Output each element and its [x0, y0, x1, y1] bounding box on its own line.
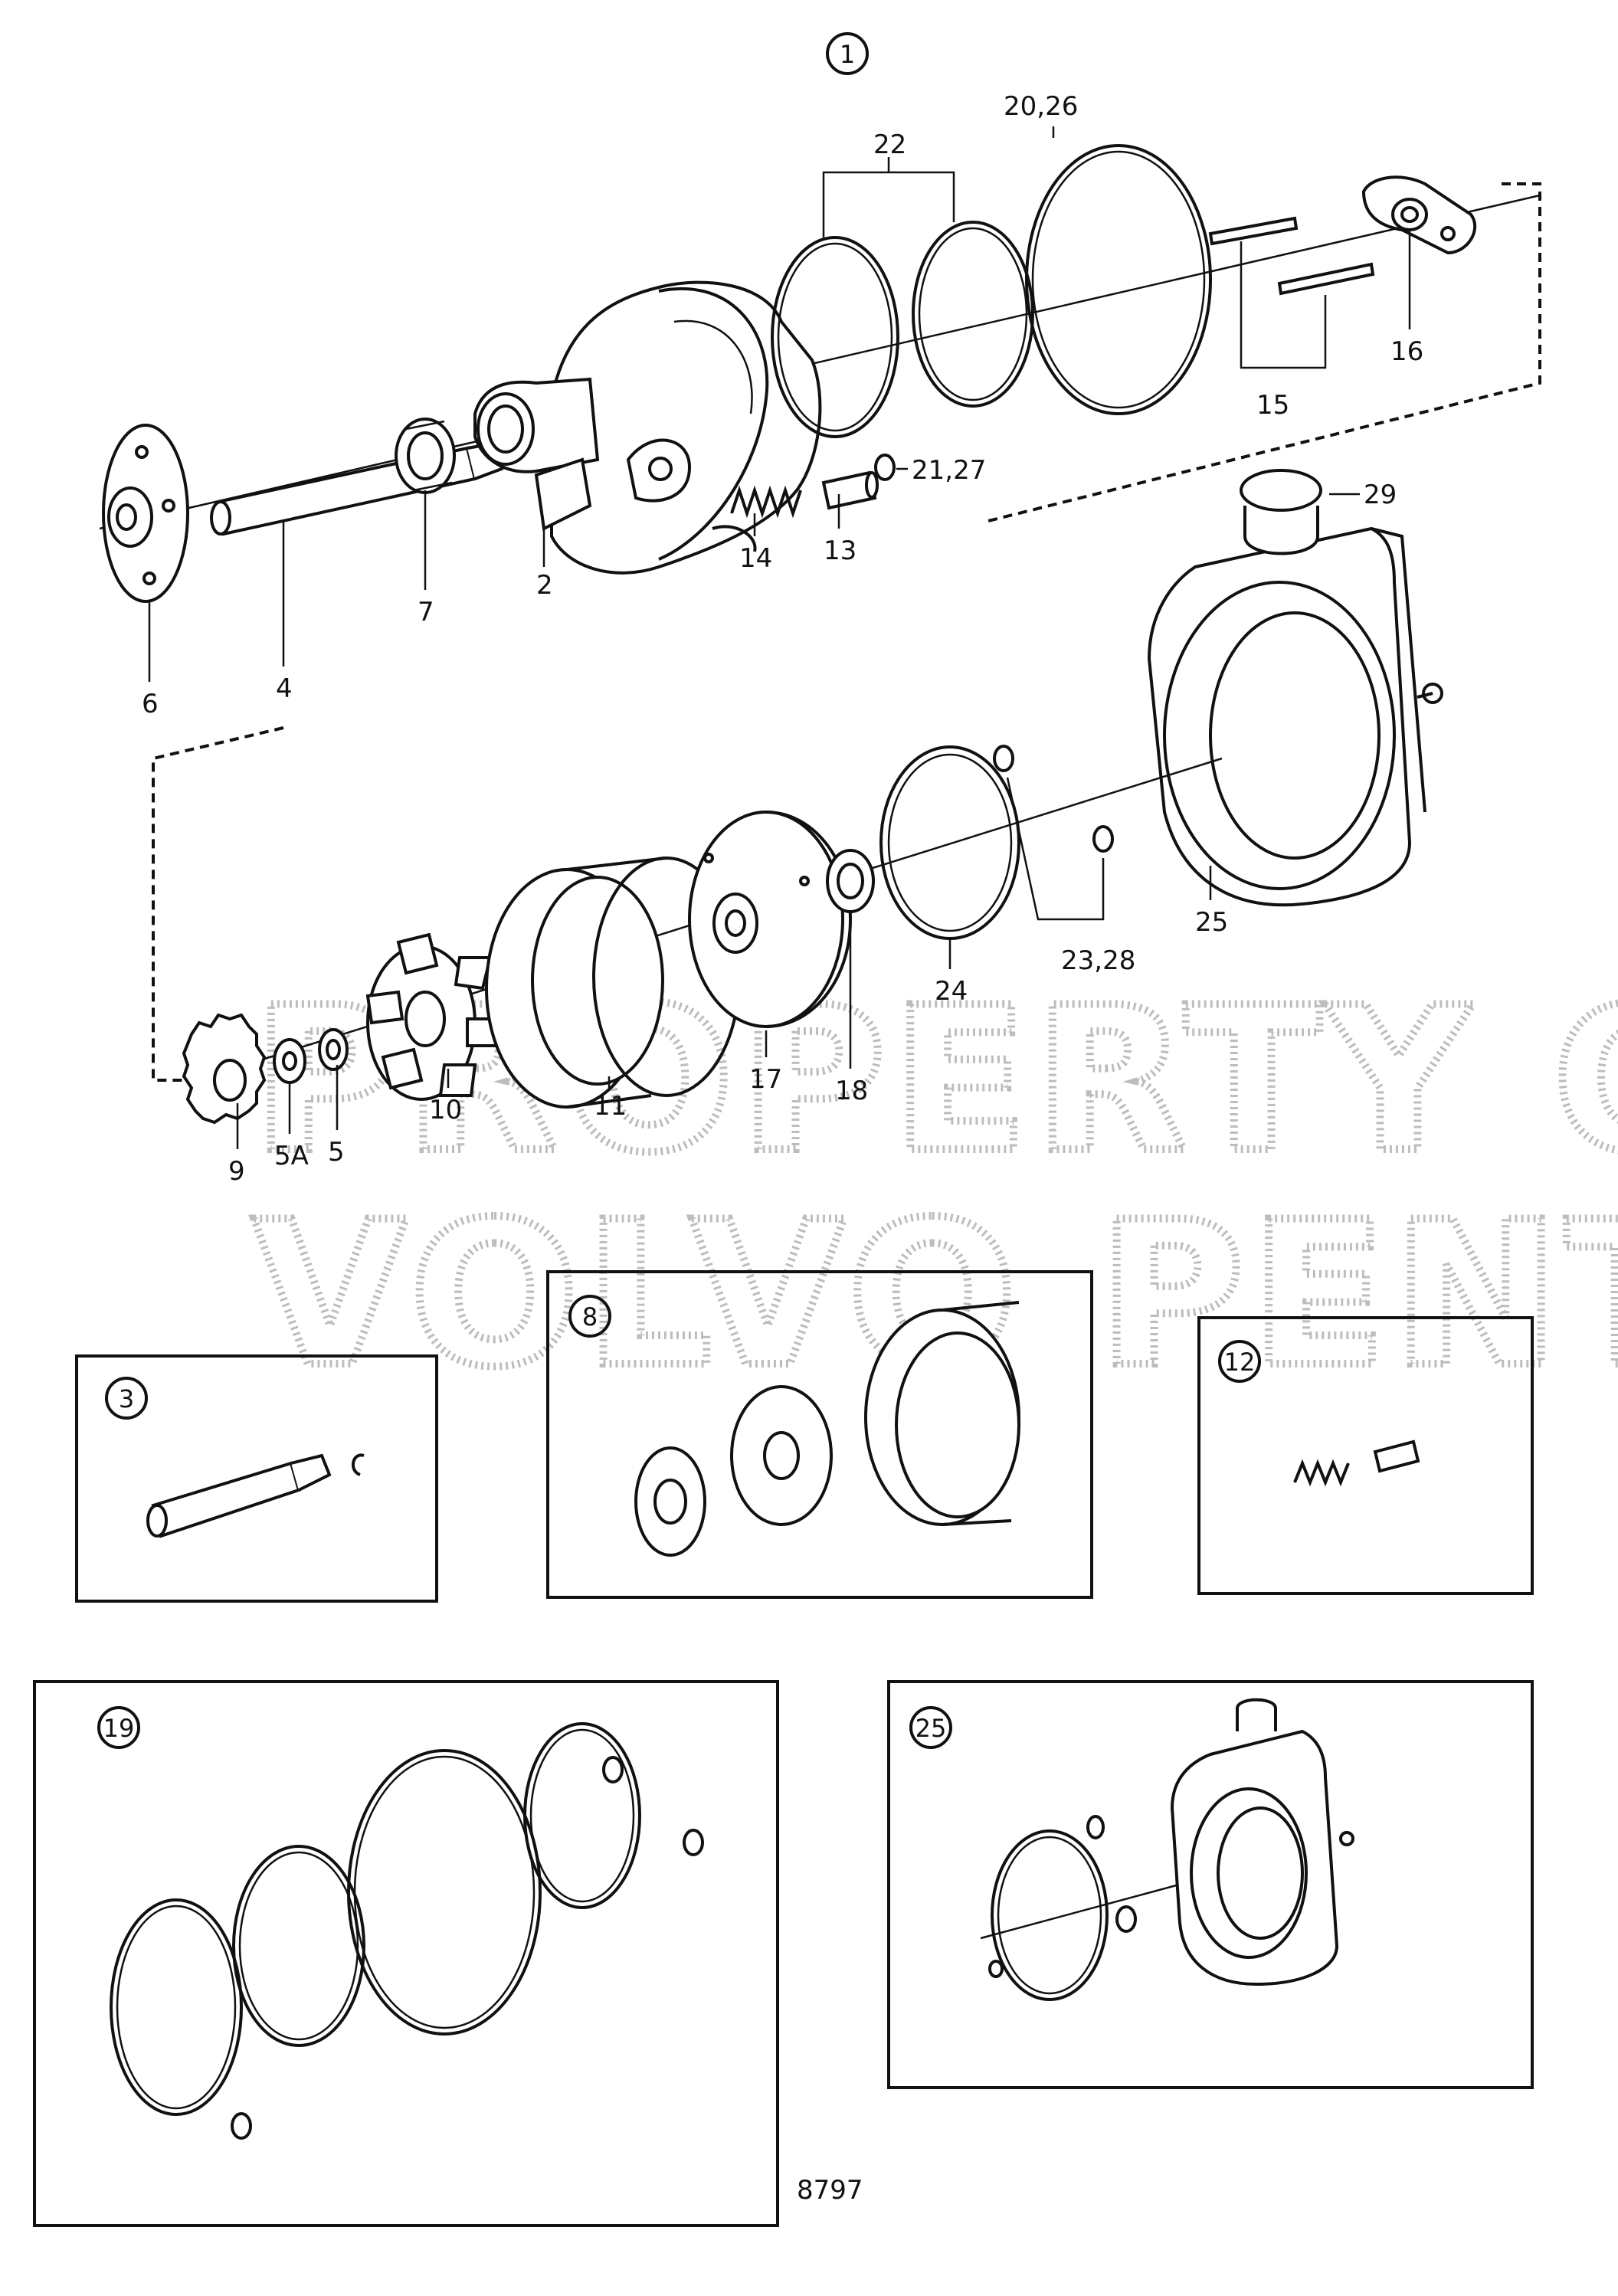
part-7-bearing [395, 418, 456, 494]
part-10-rotor [365, 932, 504, 1101]
kit-19-number: 19 [103, 1714, 135, 1743]
part-9-gear [182, 1013, 267, 1125]
kit-8-box: 8 [546, 1270, 1093, 1599]
title-callout-number: 1 [840, 40, 855, 69]
label-part-9: 9 [228, 1156, 245, 1187]
part-14-spring [730, 485, 802, 519]
part-13-valve-piston [821, 470, 879, 510]
label-part-4: 4 [276, 673, 293, 704]
label-part-22: 22 [873, 129, 906, 160]
kit-12-number: 12 [1224, 1348, 1256, 1377]
part-18-shaft-seal [826, 849, 875, 913]
watermark: PROPERTY OF VOLVO PENTA [249, 961, 1618, 1415]
part-6-flange [102, 424, 189, 603]
label-part-20-26: 20,26 [1004, 91, 1078, 122]
part-5a-washer [273, 1038, 306, 1084]
kit-12-box: 12 [1197, 1316, 1534, 1595]
lower-assembly [182, 745, 1223, 1125]
label-part-10: 10 [429, 1095, 462, 1125]
label-part-15: 15 [1256, 390, 1289, 421]
label-part-21-27: 21,27 [912, 455, 986, 486]
label-part-5a: 5A [274, 1141, 309, 1171]
label-part-14: 14 [739, 543, 772, 574]
axis-line-upper [99, 194, 1541, 530]
part-22-ring-a [771, 236, 899, 438]
part-17-pressure-plate [688, 811, 853, 1028]
part-11-cam-ring [485, 856, 741, 1109]
part-4-shaft [210, 441, 504, 536]
label-part-6: 6 [142, 689, 159, 719]
part-5-ring [318, 1028, 349, 1071]
part-22-ring-b [912, 221, 1034, 408]
label-part-29: 29 [1364, 480, 1397, 510]
kit-3-box: 3 [75, 1354, 438, 1603]
part-16-bracket [1361, 175, 1477, 329]
kit-3-number: 3 [119, 1384, 134, 1413]
part-25-reservoir [1147, 526, 1443, 907]
label-part-5: 5 [328, 1137, 345, 1168]
label-part-16: 16 [1390, 336, 1423, 367]
label-part-11: 11 [594, 1091, 627, 1122]
part-23-28-ring-b [1092, 825, 1114, 853]
part-24-gasket [879, 745, 1020, 940]
label-part-7: 7 [418, 597, 434, 627]
part-21-27-seal [874, 454, 896, 481]
part-23-28-ring-a [993, 745, 1014, 772]
part-29-cap [1240, 469, 1360, 555]
label-part-24: 24 [935, 976, 968, 1007]
connector-dashed-upper [988, 182, 1541, 522]
label-part-25: 25 [1195, 907, 1228, 938]
label-part-13: 13 [824, 536, 856, 566]
kit-8-number: 8 [582, 1302, 598, 1331]
connector-dashed-lower [152, 726, 284, 1082]
label-part-23-28: 23,28 [1061, 945, 1135, 976]
part-labels: 2 4 5 5A 6 7 9 10 11 13 14 15 16 17 18 2… [142, 91, 1423, 1187]
part-20-26-oring [1025, 144, 1212, 415]
label-part-17: 17 [749, 1064, 782, 1095]
kit-19-box: 19 [33, 1680, 779, 2227]
figure-number: 8797 [797, 2175, 863, 2206]
label-part-18: 18 [835, 1076, 868, 1106]
label-part-2: 2 [536, 570, 553, 601]
part-15-pins [1208, 216, 1375, 369]
part-2-pump-housing [473, 280, 822, 575]
kit-25-number: 25 [915, 1714, 947, 1743]
upper-assembly [99, 126, 1541, 1082]
kit-25-box: 25 [887, 1680, 1534, 2089]
title-callout: 1 [826, 32, 869, 75]
watermark-line-1: PROPERTY OF [253, 965, 1618, 1197]
